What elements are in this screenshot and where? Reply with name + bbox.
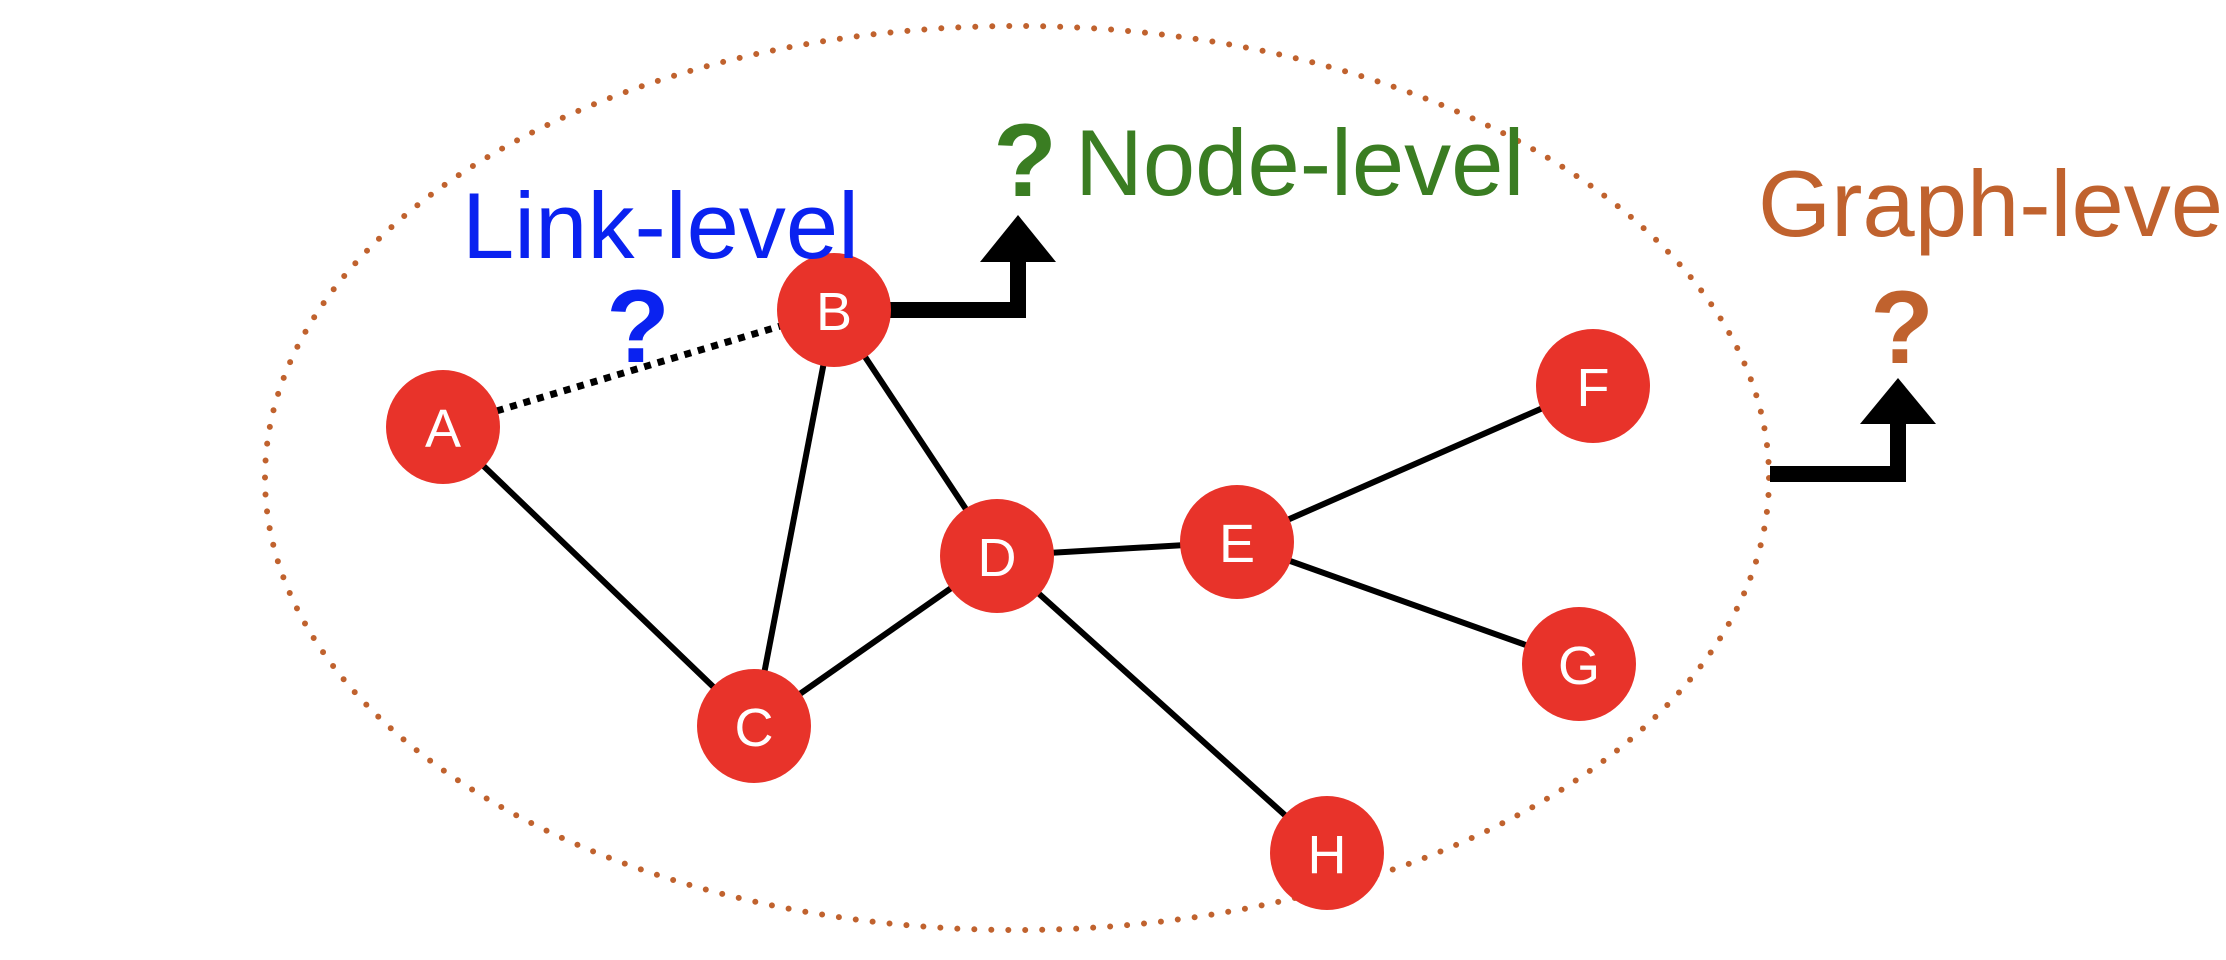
node-c-label: C — [735, 698, 774, 758]
node-b-circle — [777, 253, 891, 367]
node-a-label: A — [425, 399, 461, 459]
node-level-arrow — [880, 215, 1056, 318]
node-g: G — [1522, 607, 1636, 721]
node-b: B — [777, 253, 891, 367]
link-level-label: Link-level — [462, 173, 859, 278]
node-d: D — [940, 499, 1054, 613]
edge-a-c — [440, 424, 757, 729]
node-c: C — [697, 669, 811, 783]
node-f-circle — [1536, 329, 1650, 443]
edge-b-c — [751, 309, 837, 727]
node-b-label: B — [816, 282, 852, 342]
edge-e-g — [1235, 539, 1581, 667]
nodes-group: A B C D E F G H — [386, 253, 1650, 910]
node-e-label: E — [1219, 514, 1255, 574]
node-d-label: D — [978, 528, 1017, 588]
node-c-circle — [697, 669, 811, 783]
node-a-circle — [386, 370, 500, 484]
node-f-label: F — [1577, 358, 1610, 418]
node-g-circle — [1522, 607, 1636, 721]
node-a: A — [386, 370, 500, 484]
node-h: H — [1270, 796, 1384, 910]
node-e-circle — [1180, 485, 1294, 599]
node-h-circle — [1270, 796, 1384, 910]
graph-level-arrow — [1770, 378, 1936, 482]
graph-level-label: Graph-level — [1758, 151, 2226, 256]
graph-level-question-mark: ? — [1870, 270, 1934, 386]
node-level-label: Node-level — [1075, 110, 1524, 215]
node-g-label: G — [1558, 636, 1600, 696]
edge-d-h — [994, 553, 1330, 856]
node-e: E — [1180, 485, 1294, 599]
link-level-question-mark: ? — [606, 269, 670, 385]
node-d-circle — [940, 499, 1054, 613]
edge-a-b — [441, 306, 836, 431]
node-level-question-mark: ? — [993, 103, 1057, 219]
graph-boundary-ellipse — [262, 23, 1772, 933]
edge-e-f — [1235, 383, 1595, 545]
node-f: F — [1536, 329, 1650, 443]
node-h-label: H — [1308, 825, 1347, 885]
